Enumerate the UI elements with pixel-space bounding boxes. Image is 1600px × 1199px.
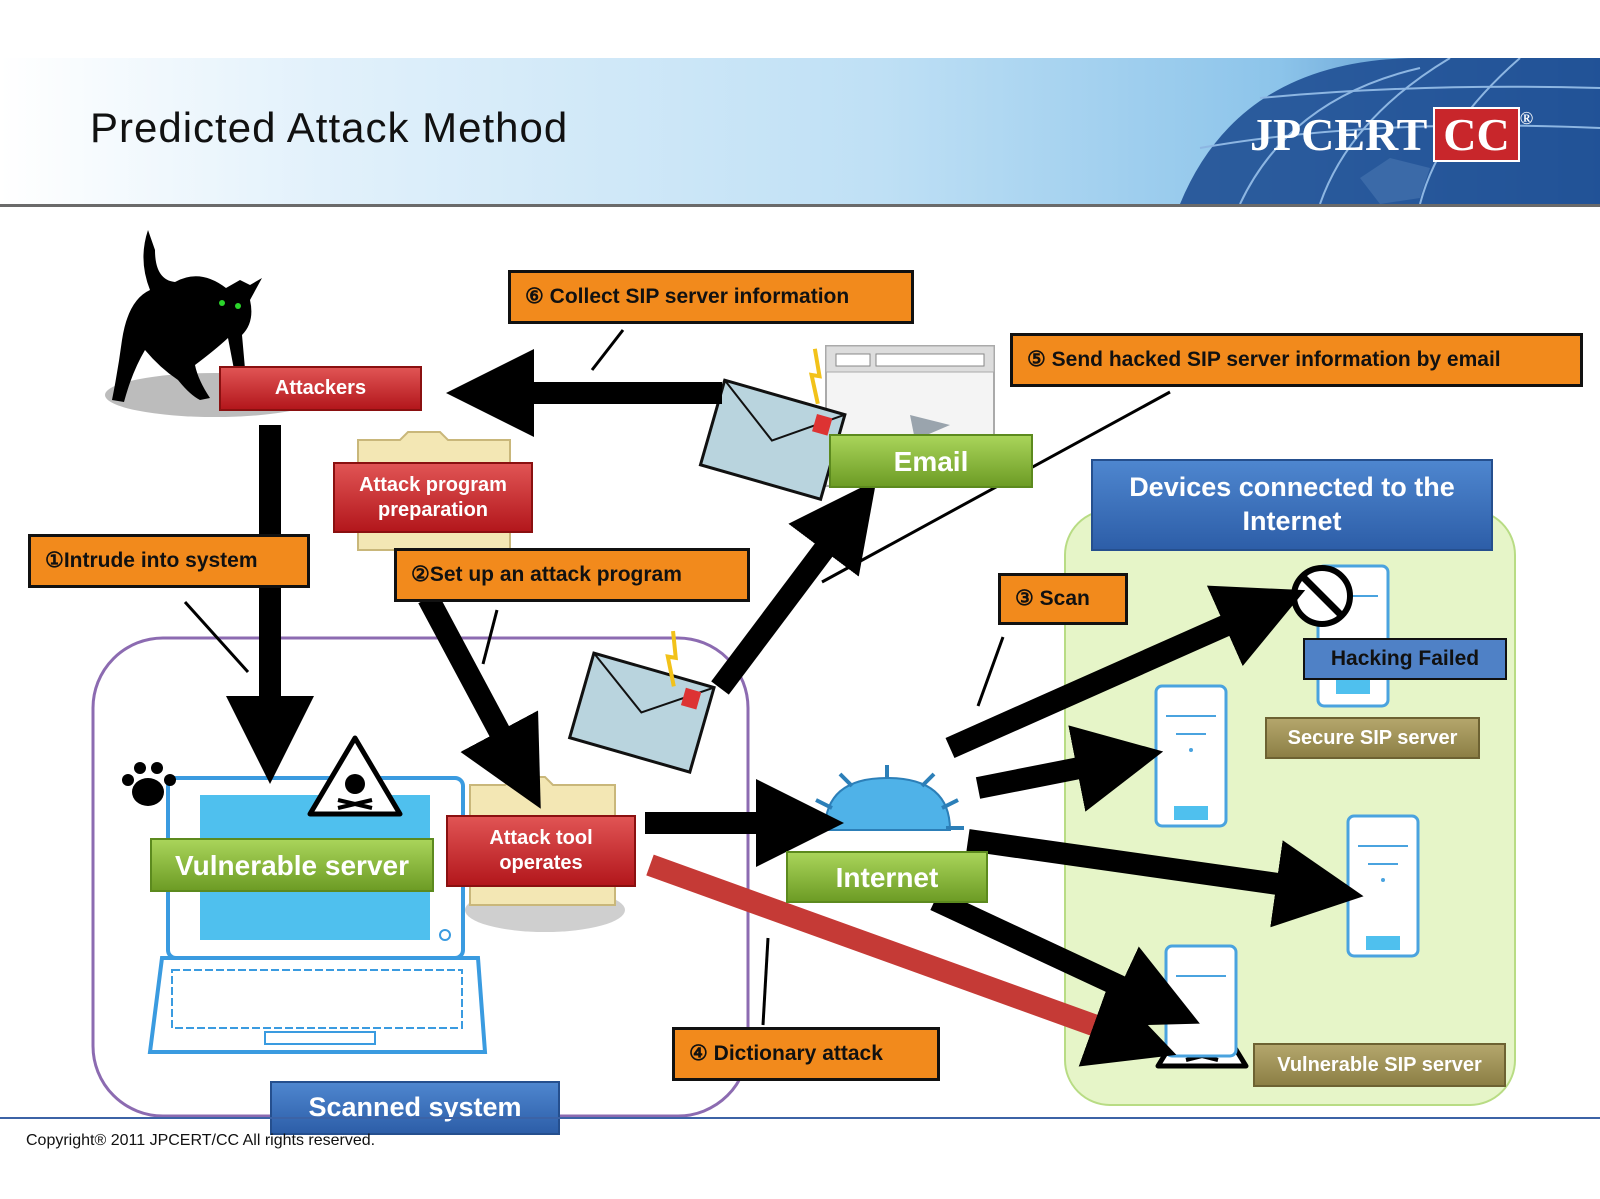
- devices-zone: [1064, 509, 1516, 1106]
- internet-globe-icon: [810, 765, 964, 831]
- vulnerable-server-label: Vulnerable server: [150, 838, 434, 892]
- step-1-intrude: ①Intrude into system: [28, 534, 310, 588]
- step-4-dictionary: ④ Dictionary attack: [672, 1027, 940, 1081]
- header-band: [0, 58, 1600, 207]
- arrow-scan-secure: [945, 585, 1306, 759]
- no-entry-icon: [1291, 565, 1353, 627]
- server-icon: [1346, 814, 1420, 958]
- logo-text: JPCERT: [1250, 109, 1428, 160]
- secure-sip-server-label: Secure SIP server: [1265, 717, 1480, 759]
- step-2-setup: ②Set up an attack program: [394, 548, 750, 602]
- logo-mark: ®: [1519, 108, 1534, 128]
- email-label: Email: [829, 434, 1033, 488]
- attack-program-preparation-label: Attack program preparation: [333, 462, 533, 533]
- page-title: Predicted Attack Method: [90, 104, 569, 151]
- step-6-collect: ⑥ Collect SIP server information: [508, 270, 914, 324]
- footer-divider: [0, 1117, 1600, 1119]
- arrow-setup-program: [418, 592, 541, 809]
- envelope-icon: [698, 348, 847, 502]
- arrow-dictionary-attack: [646, 854, 1177, 1067]
- attack-tool-operates-label: Attack tool operates: [446, 815, 636, 887]
- step-5-send: ⑤ Send hacked SIP server information by …: [1010, 333, 1583, 387]
- attackers-label: Attackers: [219, 366, 422, 411]
- devices-connected-label: Devices connected to the Internet: [1091, 459, 1493, 551]
- copyright-text: Copyright® 2011 JPCERT/CC All rights res…: [26, 1132, 376, 1149]
- scanned-system-label: Scanned system: [270, 1081, 560, 1135]
- vulnerable-sip-server-label: Vulnerable SIP server: [1253, 1043, 1506, 1087]
- server-icon: [1154, 684, 1228, 828]
- paw-icon: [122, 762, 176, 806]
- arrow-scan-server2: [975, 725, 1164, 812]
- laptop-icon: [147, 776, 488, 1054]
- internet-label: Internet: [786, 851, 988, 903]
- server-icon: [1164, 944, 1238, 1058]
- skull-warning-icon: [307, 735, 403, 817]
- logo-cc: CC: [1433, 107, 1520, 162]
- step-3-scan: ③ Scan: [998, 573, 1128, 625]
- hacking-failed-label: Hacking Failed: [1303, 638, 1507, 680]
- globe-graphic: [1180, 58, 1600, 204]
- envelope-icon: [567, 630, 716, 774]
- arrow-scan-server3: [966, 829, 1364, 928]
- arrow-send-email: [711, 479, 877, 695]
